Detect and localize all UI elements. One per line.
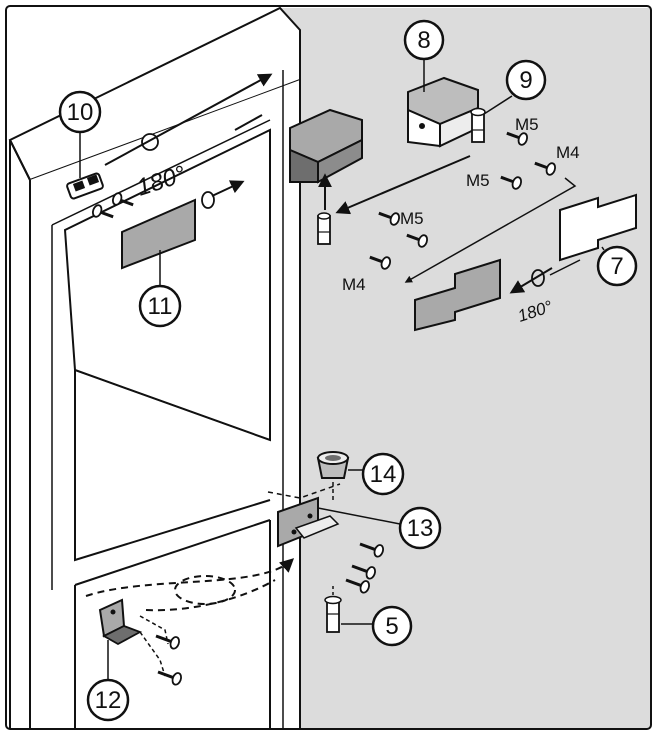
upper-hinge-bracket bbox=[289, 108, 363, 245]
callout-13: 13 bbox=[398, 506, 442, 550]
lower-hinge-arm bbox=[294, 515, 340, 539]
callout-12: 12 bbox=[86, 678, 130, 722]
callout-13-text: 13 bbox=[407, 515, 434, 542]
panel-11-arrow bbox=[211, 180, 245, 197]
cover-leader bbox=[404, 177, 577, 283]
callout-11: 11 bbox=[138, 284, 182, 328]
swing-loop bbox=[174, 575, 236, 605]
callout-5: 5 bbox=[371, 605, 413, 647]
upper-compartment-floor-edge bbox=[74, 369, 271, 441]
part-7-panel bbox=[559, 193, 637, 262]
gray-cover bbox=[414, 258, 581, 332]
panel-11 bbox=[121, 198, 196, 270]
screw-m5-top: M5 bbox=[515, 115, 539, 134]
part-5 bbox=[324, 586, 372, 633]
part-14 bbox=[316, 451, 364, 500]
leader-9 bbox=[483, 95, 513, 115]
callout-8: 8 bbox=[403, 19, 445, 61]
leader-13 bbox=[317, 507, 401, 525]
fridge-cabinet bbox=[8, 6, 301, 728]
lower-hinge-guide bbox=[267, 483, 341, 499]
callout-8-text: 8 bbox=[417, 27, 430, 54]
lower-screws bbox=[345, 542, 384, 594]
panel-11-rotation bbox=[201, 191, 215, 209]
callout-9-text: 9 bbox=[519, 67, 532, 94]
screw-m4-top: M4 bbox=[556, 143, 580, 162]
hinge-slot-hole-1 bbox=[72, 180, 86, 192]
cover-panel-11 bbox=[121, 180, 245, 290]
callout-12-text: 12 bbox=[95, 687, 122, 714]
part-5-pin bbox=[326, 599, 340, 633]
callout-11-text: 11 bbox=[148, 293, 173, 320]
part-7 bbox=[559, 193, 637, 262]
callout-9: 9 bbox=[505, 59, 547, 101]
outer-frame bbox=[5, 5, 652, 730]
cabinet-front bbox=[30, 80, 300, 728]
lower-hinge bbox=[267, 483, 401, 548]
upper-compartment-floor bbox=[74, 370, 271, 562]
callout-7: 7 bbox=[596, 245, 638, 287]
callout-14-text: 14 bbox=[370, 461, 397, 488]
part-12 bbox=[98, 598, 182, 686]
swing-arc bbox=[85, 558, 295, 597]
cabinet-corner bbox=[9, 139, 31, 181]
loose-screws bbox=[369, 131, 557, 270]
top-arrow bbox=[104, 73, 273, 166]
callout-7-text: 7 bbox=[610, 253, 623, 280]
hinge-slot-hole-2 bbox=[86, 174, 100, 186]
part-8 bbox=[407, 57, 479, 148]
part-9 bbox=[470, 95, 513, 143]
hinge-pin bbox=[317, 215, 331, 245]
callout-14: 14 bbox=[361, 452, 405, 496]
callout-10: 10 bbox=[58, 90, 102, 178]
swing-arc-lower bbox=[145, 579, 276, 612]
pin-arrow bbox=[335, 155, 471, 215]
top-hinge-holes bbox=[66, 133, 159, 200]
part-9-pin bbox=[471, 111, 485, 143]
cover-arrow bbox=[509, 267, 553, 294]
top-dash bbox=[234, 114, 263, 131]
lower-compartment-rim bbox=[74, 519, 271, 586]
screw-m5-mid: M5 bbox=[466, 171, 490, 190]
top-screws bbox=[91, 192, 134, 219]
gray-cover-panel bbox=[414, 258, 501, 332]
screw-m4-left: M4 bbox=[342, 275, 366, 294]
upper-compartment-rim bbox=[51, 119, 271, 226]
callout-5-text: 5 bbox=[385, 613, 398, 640]
cover-rotation bbox=[531, 269, 545, 287]
callout-10-text: 10 bbox=[67, 99, 94, 126]
screw-m5-left: M5 bbox=[400, 209, 424, 228]
